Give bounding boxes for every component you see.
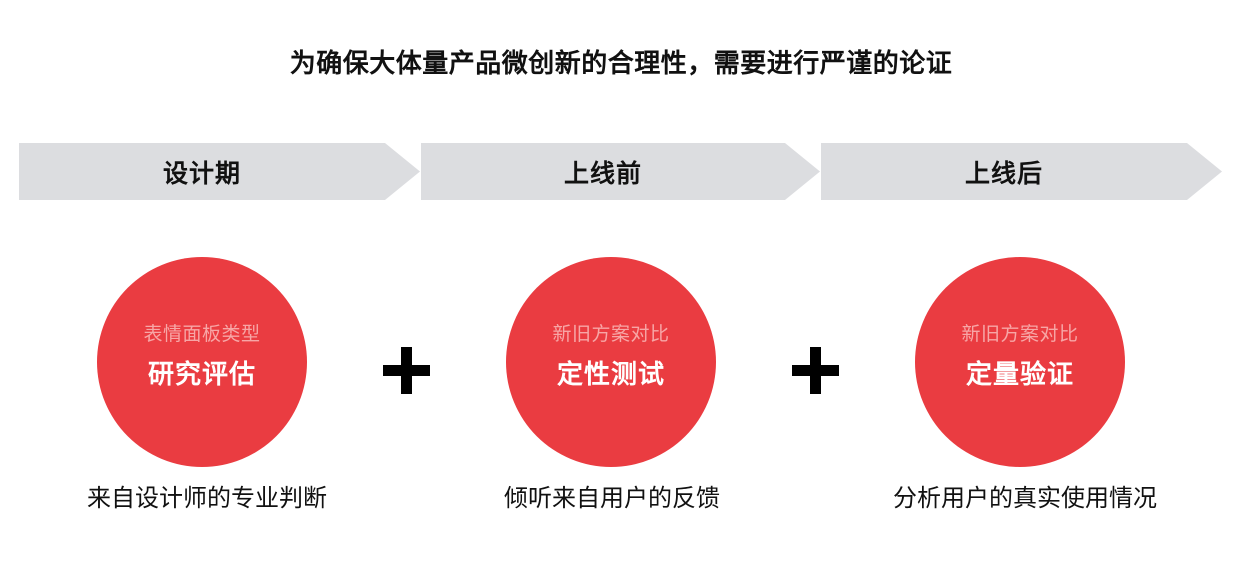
method-title: 研究评估 <box>147 360 256 390</box>
phase-arrow-pre-launch: 上线前 <box>421 143 820 200</box>
method-title: 定量验证 <box>965 360 1074 390</box>
plus-icon <box>383 347 430 394</box>
method-circle-quantitative: 新旧方案对比 定量验证 <box>915 257 1125 467</box>
plus-icon <box>792 347 839 394</box>
method-circle-qualitative: 新旧方案对比 定性测试 <box>506 257 716 467</box>
phase-arrow-post-launch: 上线后 <box>821 143 1222 200</box>
method-subtitle: 新旧方案对比 <box>552 323 670 345</box>
diagram-title: 为确保大体量产品微创新的合理性，需要进行严谨的论证 <box>289 49 953 79</box>
method-caption: 来自设计师的专业判断 <box>87 484 327 512</box>
method-caption: 倾听来自用户的反馈 <box>504 484 720 512</box>
phase-label: 上线前 <box>563 158 642 188</box>
phase-label: 上线后 <box>964 158 1043 188</box>
method-caption: 分析用户的真实使用情况 <box>893 484 1157 512</box>
phase-label: 设计期 <box>162 158 241 188</box>
method-subtitle: 表情面板类型 <box>143 323 261 345</box>
method-subtitle: 新旧方案对比 <box>961 323 1079 345</box>
method-title: 定性测试 <box>556 360 665 390</box>
phase-arrow-design: 设计期 <box>19 143 420 200</box>
method-circle-research: 表情面板类型 研究评估 <box>97 257 307 467</box>
